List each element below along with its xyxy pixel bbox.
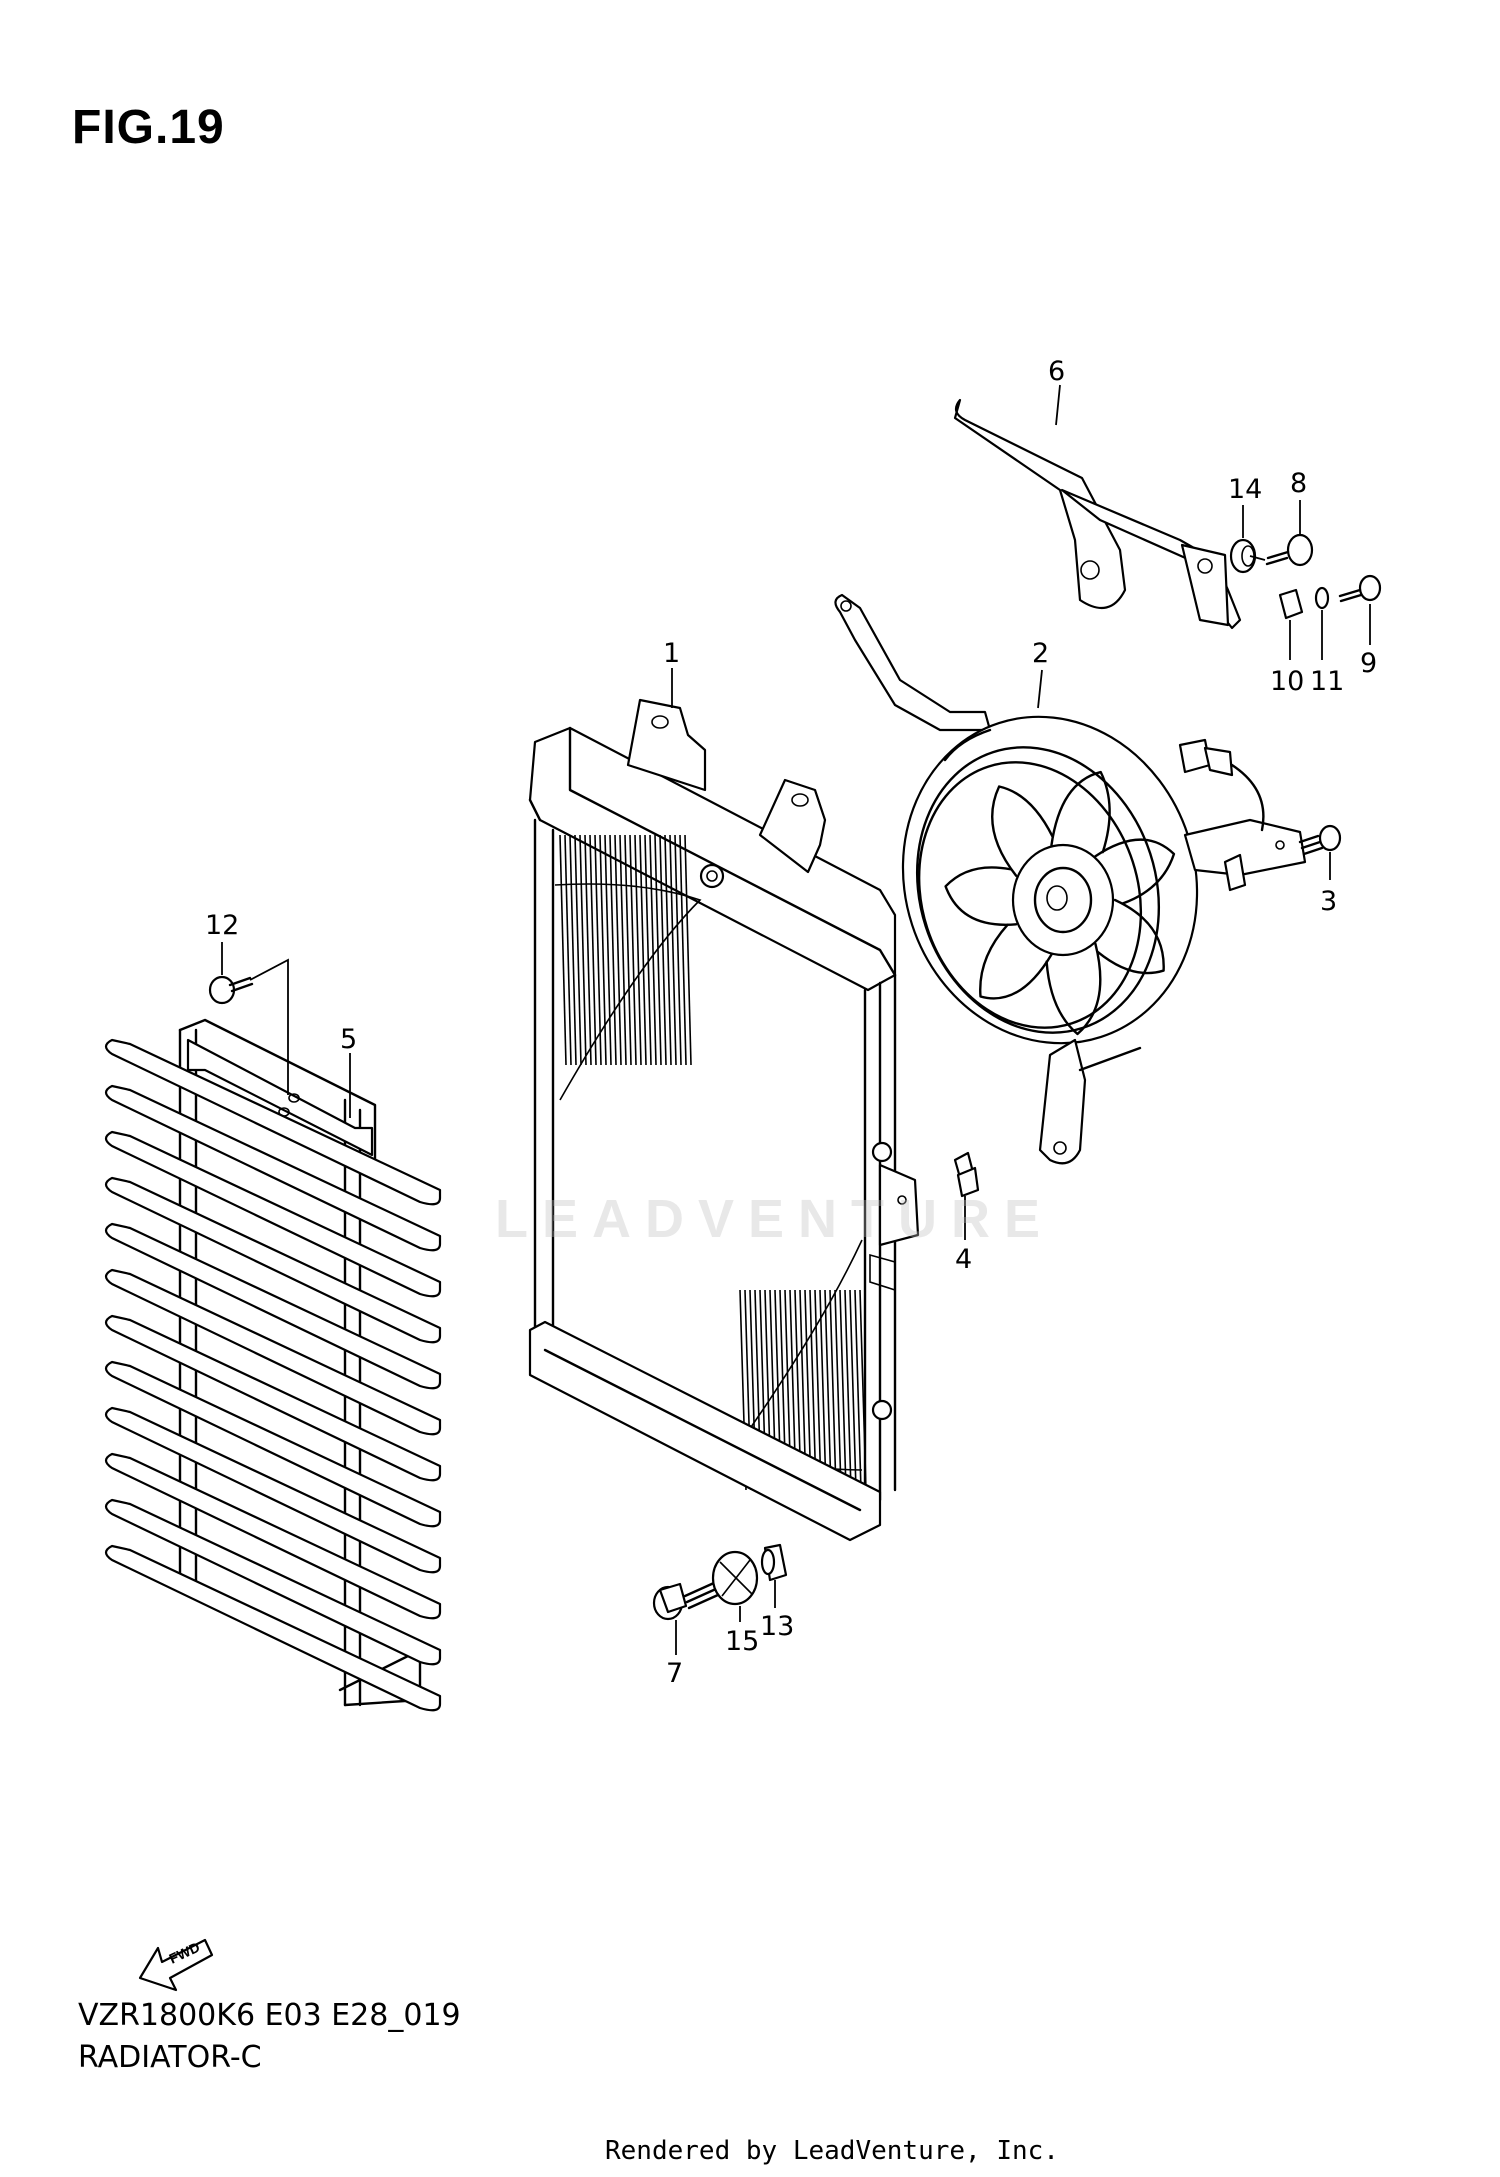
- callout-9: 9: [1360, 648, 1377, 679]
- louver-slat: [104, 1222, 442, 1390]
- small-bolt: [1338, 574, 1382, 603]
- callout-13: 13: [760, 1611, 794, 1642]
- lower-collar: [760, 1543, 788, 1582]
- fan-blade: [1050, 770, 1111, 854]
- callout-1: 1: [663, 638, 680, 669]
- collar: [1278, 588, 1304, 620]
- callout-10: 10: [1270, 666, 1304, 697]
- fan-blade: [991, 785, 1054, 877]
- clip-nut: [953, 1151, 980, 1198]
- louver-slat: [104, 1038, 442, 1206]
- louver-slat: [104, 1268, 442, 1436]
- cooling-fan: [834, 593, 1307, 1165]
- core-fins-top: [559, 834, 692, 1066]
- louver-slat: [104, 1176, 442, 1344]
- watermark: LEADVENTURE: [495, 1189, 1055, 1249]
- fan-blade: [1096, 898, 1165, 975]
- lower-cushion: [711, 1550, 759, 1606]
- grill-screw: [208, 975, 254, 1005]
- louver-slat: [104, 1314, 442, 1482]
- fan-blade: [1094, 838, 1176, 905]
- callout-4: 4: [955, 1244, 972, 1275]
- fan-bracket: [953, 398, 1242, 630]
- callout-8: 8: [1290, 468, 1307, 499]
- louver-slat: [104, 1360, 442, 1528]
- callout-2: 2: [1032, 638, 1049, 669]
- callout-12: 12: [205, 910, 239, 941]
- louver-slats: [104, 1038, 442, 1712]
- louver-slat: [104, 1498, 442, 1666]
- louver-slat: [104, 1130, 442, 1298]
- washer: [1314, 586, 1330, 610]
- louver-slat: [104, 1406, 442, 1574]
- fan-blade: [1045, 942, 1102, 1036]
- bracket-bolt: [1265, 533, 1314, 567]
- forward-arrow: FWD: [138, 1939, 214, 1992]
- callout-5: 5: [340, 1024, 357, 1055]
- callout-6: 6: [1048, 356, 1065, 387]
- fan-blade: [944, 866, 1018, 926]
- leader-lines: [221, 384, 1371, 1655]
- louver-grill: [104, 1018, 442, 1712]
- callout-labels: 1 2 3 4 5 6 7 8 9 10 11 12 13 14 15: [205, 356, 1377, 1689]
- fan-blade: [979, 923, 1053, 1000]
- callout-15: 15: [725, 1626, 759, 1657]
- model-code: VZR1800K6 E03 E28_019: [78, 1998, 461, 2033]
- fan-blades: [944, 770, 1176, 1036]
- louver-slat: [104, 1452, 442, 1620]
- callout-7: 7: [666, 1658, 683, 1689]
- section-name: RADIATOR-C: [78, 2040, 262, 2075]
- callout-14: 14: [1228, 474, 1262, 505]
- fan-bolt: [1298, 824, 1342, 856]
- louver-slat: [104, 1544, 442, 1712]
- callout-11: 11: [1310, 666, 1344, 697]
- grommet: [1229, 538, 1257, 574]
- callout-3: 3: [1320, 886, 1337, 917]
- louver-slat: [104, 1084, 442, 1252]
- core-fins-bottom: [739, 1289, 867, 1491]
- radiator: [528, 698, 920, 1542]
- figure-title: FIG.19: [72, 101, 225, 154]
- render-credit: Rendered by LeadVenture, Inc.: [605, 2136, 1059, 2166]
- mount-bolt: [652, 1576, 731, 1621]
